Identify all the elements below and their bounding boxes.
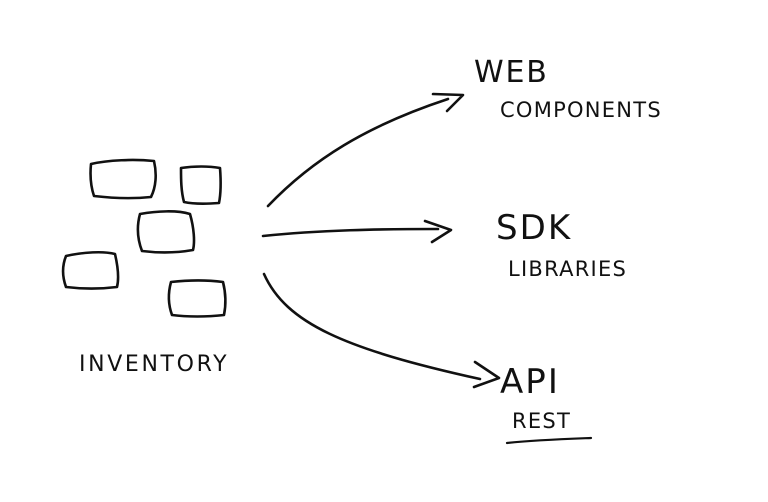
sdk-title: SDK: [496, 208, 572, 248]
distribution-arrows: [261, 92, 501, 389]
api-subtitle-underline: [505, 436, 593, 445]
inventory-label: INVENTORY: [79, 352, 229, 377]
web-components-target: WEB COMPONENTS: [474, 55, 662, 122]
inventory-blocks: [61, 158, 227, 318]
arrowhead-sdk-libraries: [423, 219, 453, 244]
arrow-to-api-rest: [262, 272, 482, 381]
inventory-block-bottom-left: [61, 250, 120, 290]
inventory-block-bottom-right: [167, 279, 227, 318]
api-title: API: [500, 362, 560, 402]
api-rest-target: API REST: [500, 362, 593, 445]
arrowhead-api-rest: [472, 360, 501, 389]
arrowhead-web-components: [431, 92, 465, 113]
sdk-libraries-target: SDK LIBRARIES: [496, 208, 627, 281]
api-subtitle: REST: [512, 409, 571, 433]
arrow-to-sdk-libraries: [261, 227, 440, 238]
web-subtitle: COMPONENTS: [500, 98, 662, 122]
arrow-to-web-components: [266, 97, 450, 208]
web-title: WEB: [474, 55, 549, 90]
inventory-block-top-left: [89, 158, 157, 200]
sdk-subtitle: LIBRARIES: [508, 257, 627, 281]
inventory-block-top-right: [179, 165, 222, 205]
inventory-block-middle: [136, 210, 196, 254]
